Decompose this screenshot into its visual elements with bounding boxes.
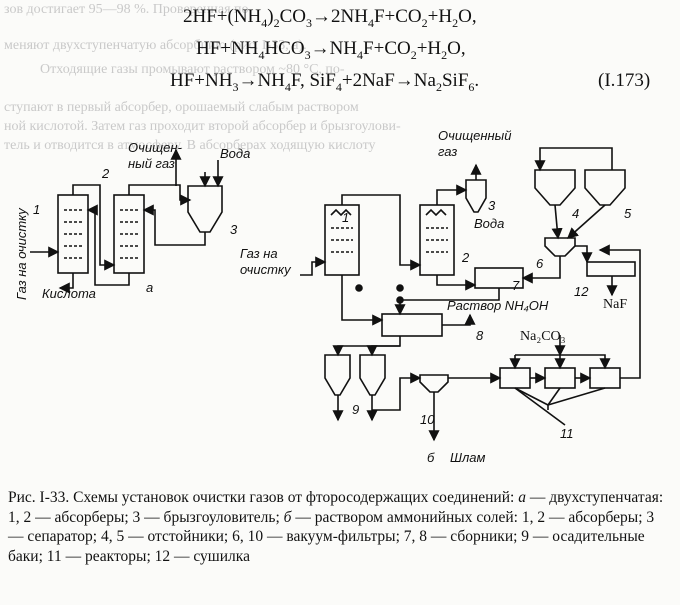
part-letter-a: а [146,280,153,295]
caption-title: Рис. I-33. Схемы установок очистки газов… [8,489,515,506]
water-label-a: Вода [220,146,250,161]
scheme-b [300,147,641,442]
settling-tank-9a [324,354,351,396]
sludge-label: Шлам [450,450,486,465]
number-2-b: 2 [461,250,470,265]
number-11-b: 11 [560,426,574,441]
caption-a-text: — двухступенчатая: 1, 2 — абсорберы; 3 —… [8,489,664,526]
vacuum-filter-10 [419,374,449,393]
number-6-b: 6 [536,256,544,271]
bleed-line: зов достигает 95—98 %. Проверенная по [4,2,249,17]
vacuum-filter-6 [544,237,576,257]
number-3-b: 3 [488,198,496,213]
equation-number: (I.173) [598,70,651,91]
number-10-b: 10 [420,412,435,427]
caption-a-letter: а [518,489,526,506]
settler-4 [534,169,576,206]
number-8-b: 8 [476,328,484,343]
number-9-b: 9 [352,402,359,417]
settling-tank-9b [359,354,386,396]
clean-gas-label-b-1: Очищенный [438,128,511,143]
part-letter-b: б [427,450,435,465]
collector-8 [381,313,443,337]
absorber-1-a [57,194,89,274]
settler-5 [584,169,626,206]
equation-3: HF+NH3→NH4F, SiF4+2NaF→Na2SiF6. [170,70,480,94]
separator-3-a [187,185,223,233]
clean-gas-label-b-2: газ [438,144,457,159]
equation-2: HF+NH4HCO3→NH4F+CO2+H2O, [196,38,466,62]
scheme-a-labels: Газ на очистку Кислота Очищен- ный газ В… [14,140,250,301]
na2co3-label: Na₂CO₃ [520,329,566,344]
caption-b-letter: б [283,508,292,526]
reactor-11c [589,367,621,389]
acid-label: Кислота [42,286,96,301]
dryer-12 [586,261,636,277]
bleed-line: меняют двухступенчатую абсорбцию (рис. I… [4,38,307,53]
water-label-b: Вода [474,216,504,231]
bleed-line: тель и отводится в атмосферу. В абсорбер… [4,138,376,153]
bleed-line: Отходящие газы промывают раствором ~80 °… [40,62,345,77]
equation-1: 2HF+(NH4)2CO3→2NH4F+CO2+H2O, [183,6,477,30]
bleed-line: ной кислотой. Затем газ проходит второй … [4,119,401,134]
gas-in-label-b-1: Газ на [240,246,278,261]
number-7-b: 7 [512,278,520,293]
figure-caption: Рис. I-33. Схемы установок очистки газов… [8,488,672,566]
caption-b-text: — раствором аммонийных солей: 1, 2 — абс… [8,508,655,565]
reactor-11b [544,367,576,389]
number-12-b: 12 [574,284,589,299]
reactor-11a [499,367,531,389]
number-4-b: 4 [572,206,579,221]
clean-gas-label-a-1: Очищен- [128,140,183,155]
number-1-a: 1 [33,202,40,217]
absorber-2-a [113,194,145,274]
number-5-b: 5 [624,206,632,221]
bleed-line: ступают в первый абсорбер, орошаемый сла… [4,100,359,115]
naf-label: NaF [603,297,627,312]
scheme-a [30,148,224,294]
separator-3-b [465,179,487,213]
gas-in-label-a: Газ на очистку [14,207,29,300]
clean-gas-label-a-2: ный газ [128,156,175,171]
number-1-b: 1 [342,210,349,225]
number-2-a: 2 [101,166,110,181]
gas-in-label-b-2: очистку [240,262,292,277]
number-3-a: 3 [230,222,238,237]
scheme-b-labels: Очищенный газ Вода Газ на очистку Раство… [240,128,632,465]
solution-label: Раствор NH₄OH [447,298,549,313]
